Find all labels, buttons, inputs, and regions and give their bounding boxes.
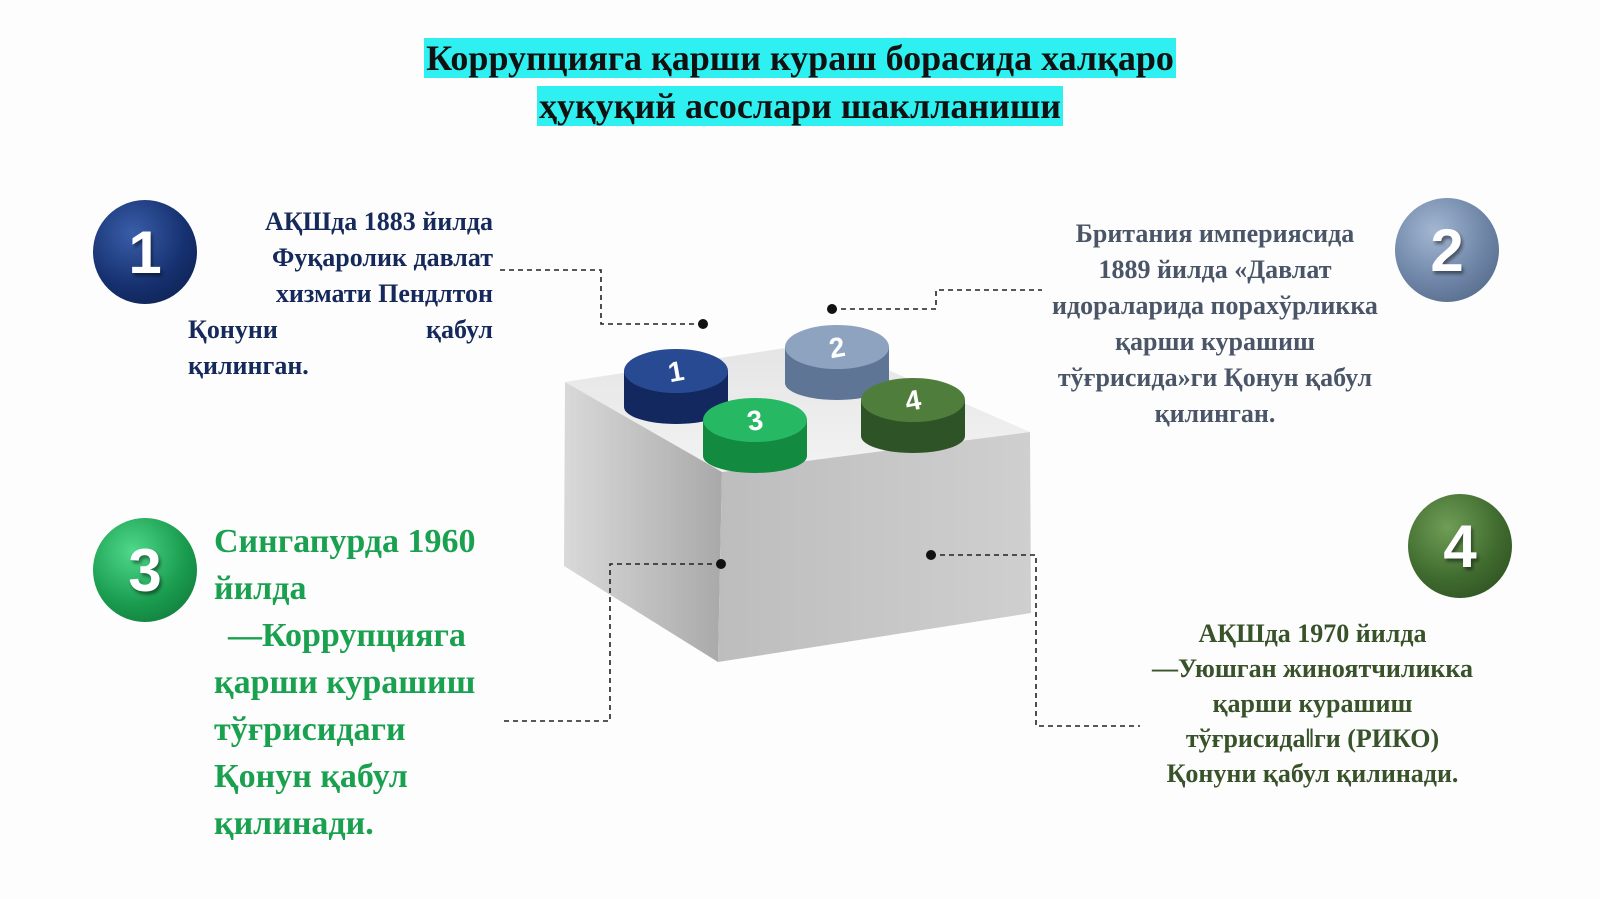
item-1-line-2: Фуқаролик давлат [271,243,493,272]
page-title-line-1: Коррупцияга қарши кураш борасида халқаро [0,36,1600,80]
peg-4: 4 [861,378,965,453]
item-2-line-4: қарши курашиш [1115,327,1315,356]
number-badge-3: 3 [93,518,197,622]
item-3-line-2: йилда [214,570,307,607]
badge-4-number: 4 [1443,512,1477,580]
item-2-text: Британия империясида 1889 йилда «Давлат … [1025,216,1405,432]
item-2-line-6: қилинган. [1154,399,1276,428]
item-4-line-4: тўғрисида‖ги (РИКО) [1185,724,1440,753]
connector-2 [832,289,1042,310]
item-2-line-5: тўғрисида»ги Қонун қабул [1057,363,1373,392]
badge-3-number: 3 [128,536,162,604]
item-4-line-1: АҚШда 1970 йилда [1198,619,1427,648]
peg-1-label: 1 [666,355,687,388]
item-4-text: АҚШда 1970 йилда ―Уюшган жиноятчиликка қ… [1125,616,1500,791]
badge-2-number: 2 [1430,216,1464,284]
item-1-text: АҚШда 1883 йилда Фуқаролик давлат хизмат… [188,204,493,384]
item-3-line-3: —Коррупцияга [228,617,466,654]
connector-4-dot [926,550,936,560]
item-3-line-4: қарши курашиш [214,664,476,701]
peg-2: 2 [785,325,889,400]
item-3-line-7: қилинади. [214,805,374,842]
block-front-face [718,432,1031,662]
connector-3-dot [716,559,726,569]
peg-3-label: 3 [745,404,766,437]
item-1-line-3: хизмати Пендлтон [275,279,493,308]
peg-4-label: 4 [903,384,924,417]
peg-3: 3 [703,398,807,473]
item-3-line-1: Сингапурда 1960 [214,523,476,560]
item-4-line-3: қарши курашиш [1212,689,1413,718]
item-2-line-2: 1889 йилда «Давлат [1098,255,1332,284]
badge-1-number: 1 [128,218,162,286]
peg-1: 1 [624,349,728,424]
connector-1 [500,269,703,325]
item-1-line-4: Қонуни қабул [188,315,493,344]
page-title-line-2: ҳуқуқий асослари шаклланиши [0,84,1600,128]
connector-4 [931,554,1140,727]
connector-3 [500,563,721,722]
connector-1-dot [698,319,708,329]
item-3-line-5: тўғрисидаги [214,711,406,748]
peg-2-label: 2 [827,331,848,364]
item-4-line-2: ―Уюшган жиноятчиликка [1152,654,1473,683]
item-1-line-1: АҚШда 1883 йилда [264,207,493,236]
connector-2-dot [827,304,837,314]
number-badge-1: 1 [93,200,197,304]
item-1-line-5: қилинган. [188,351,309,380]
number-badge-2: 2 [1395,198,1499,302]
number-badge-4: 4 [1408,494,1512,598]
item-3-line-6: Қонун қабул [214,758,408,795]
page-title-text-1: Коррупцияга қарши кураш борасида халқаро [424,38,1176,78]
item-3-text: Сингапурда 1960 йилда —Коррупцияга қарши… [214,518,544,847]
block-left-face [564,382,722,662]
item-2-line-1: Британия империясида [1075,219,1355,248]
item-2-line-3: идораларида порахўрликка [1052,291,1378,320]
page-title-text-2: ҳуқуқий асослари шаклланиши [536,86,1064,126]
item-4-line-5: Қонуни қабул қилинади. [1166,759,1459,788]
